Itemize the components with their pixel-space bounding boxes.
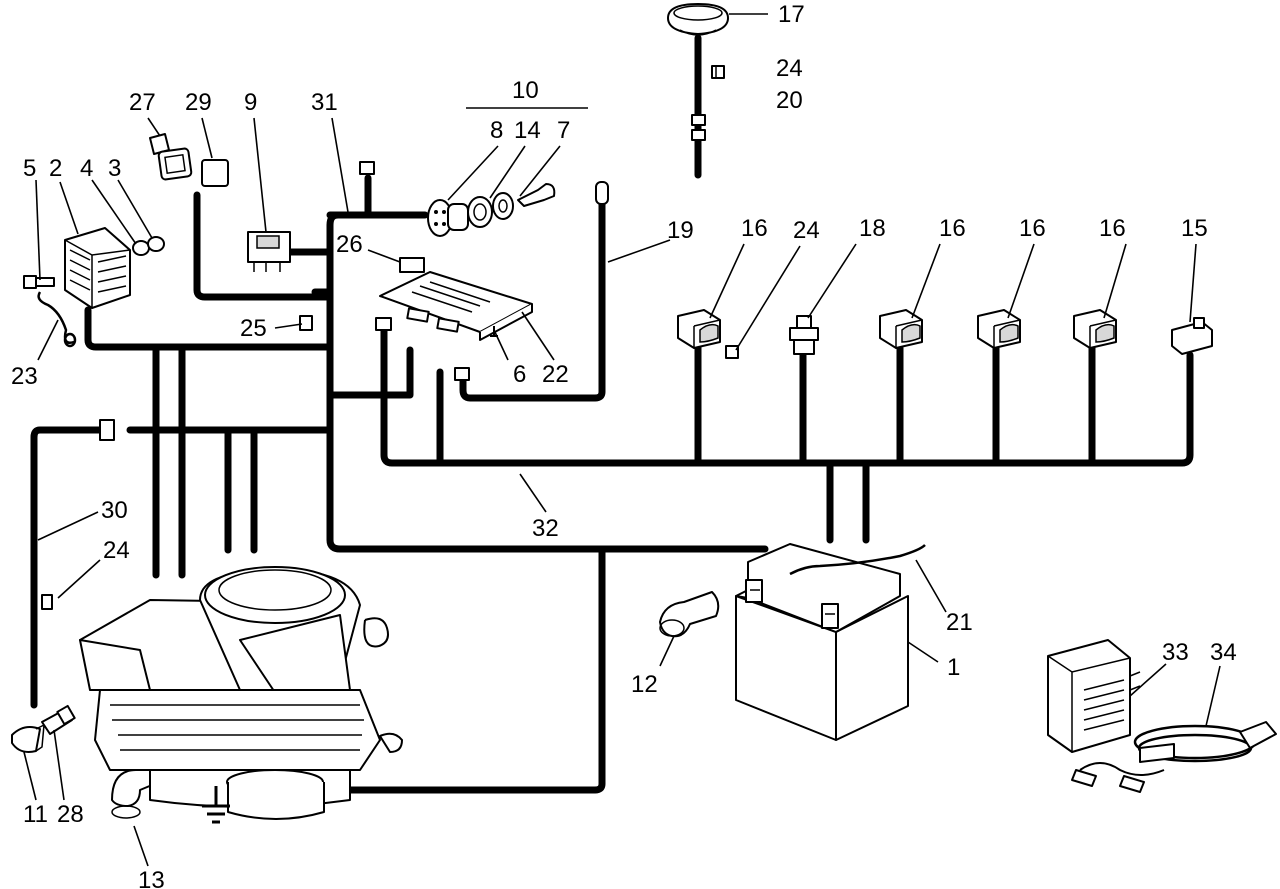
switch-icon [247, 231, 291, 272]
callout-16-c: 16 [1019, 215, 1046, 242]
connector-icon [359, 161, 375, 175]
callout-11: 11 [23, 801, 48, 828]
clip-icon [41, 594, 53, 610]
charger-cable-icon [1071, 721, 1277, 793]
callout-12: 12 [631, 671, 658, 698]
callout-8: 8 [490, 117, 503, 144]
relay-icon [201, 159, 229, 187]
battery-icon [735, 543, 909, 741]
callout-14: 14 [514, 117, 541, 144]
callout-9: 9 [244, 89, 257, 116]
callout-16-a: 16 [741, 215, 768, 242]
callout-24-top: 24 [776, 55, 803, 82]
callout-10: 10 [512, 77, 539, 104]
callout-16-b: 16 [939, 215, 966, 242]
screw-icon [23, 275, 55, 289]
fastener-icon [299, 315, 313, 331]
callout-4: 4 [80, 155, 93, 182]
horn-icon [667, 3, 729, 141]
battery-strap-icon [789, 544, 926, 576]
callout-27: 27 [129, 89, 156, 116]
leader-lines [23, 13, 1221, 867]
engine-icon [79, 566, 403, 820]
regulator-icon [64, 227, 131, 309]
callout-18: 18 [859, 215, 886, 242]
callout-22: 22 [542, 361, 569, 388]
pressure-switch-icon [789, 315, 819, 355]
callout-28: 28 [57, 801, 84, 828]
callout-2: 2 [49, 155, 62, 182]
microswitch-icon [1171, 317, 1213, 355]
callout-26: 26 [336, 231, 363, 258]
callout-24-left: 24 [103, 537, 130, 564]
callout-20: 20 [776, 87, 803, 114]
callout-24-mid: 24 [793, 217, 820, 244]
safety-switch-icon [977, 309, 1021, 349]
washer-icon [147, 236, 165, 252]
callout-labels: 1 2 3 4 5 6 7 8 9 10 11 12 13 14 15 16 1… [11, 1, 1237, 889]
callout-7: 7 [557, 117, 570, 144]
callout-23: 23 [11, 363, 38, 390]
callout-21: 21 [946, 609, 973, 636]
connector-icon [99, 419, 115, 441]
fuse-icon [399, 257, 425, 273]
terminal-cap-icon [659, 591, 720, 638]
bulb-icon [11, 723, 45, 753]
safety-switch-icon [1073, 309, 1117, 349]
ground-icon [202, 786, 230, 824]
callout-13: 13 [138, 867, 165, 889]
callout-19: 19 [667, 217, 694, 244]
connector-icon [595, 181, 609, 205]
safety-switch-icon [677, 309, 721, 349]
callout-15: 15 [1181, 215, 1208, 242]
fuse-holder-icon [149, 133, 193, 181]
harness-wires [30, 34, 1194, 794]
clip-icon [711, 65, 725, 79]
callout-16-d: 16 [1099, 215, 1126, 242]
callout-33: 33 [1162, 639, 1189, 666]
callout-5: 5 [23, 155, 36, 182]
clip-icon [725, 345, 739, 359]
charger-icon [1047, 639, 1141, 753]
callout-34: 34 [1210, 639, 1237, 666]
callout-31: 31 [311, 89, 338, 116]
callout-17: 17 [778, 1, 805, 28]
connector-icon [375, 317, 392, 331]
callout-30: 30 [101, 497, 128, 524]
callout-1: 1 [947, 654, 960, 681]
callout-25: 25 [240, 315, 267, 342]
callout-29: 29 [185, 89, 212, 116]
callout-32: 32 [532, 515, 559, 542]
connector-icon [454, 367, 470, 381]
safety-switch-icon [879, 309, 923, 349]
bulb-holder-icon [41, 704, 76, 735]
ignition-switch-icon [427, 183, 556, 237]
callout-3: 3 [108, 155, 121, 182]
circuit-board-icon [379, 271, 533, 341]
ground-ring-icon [63, 332, 77, 348]
callout-6: 6 [513, 361, 526, 388]
